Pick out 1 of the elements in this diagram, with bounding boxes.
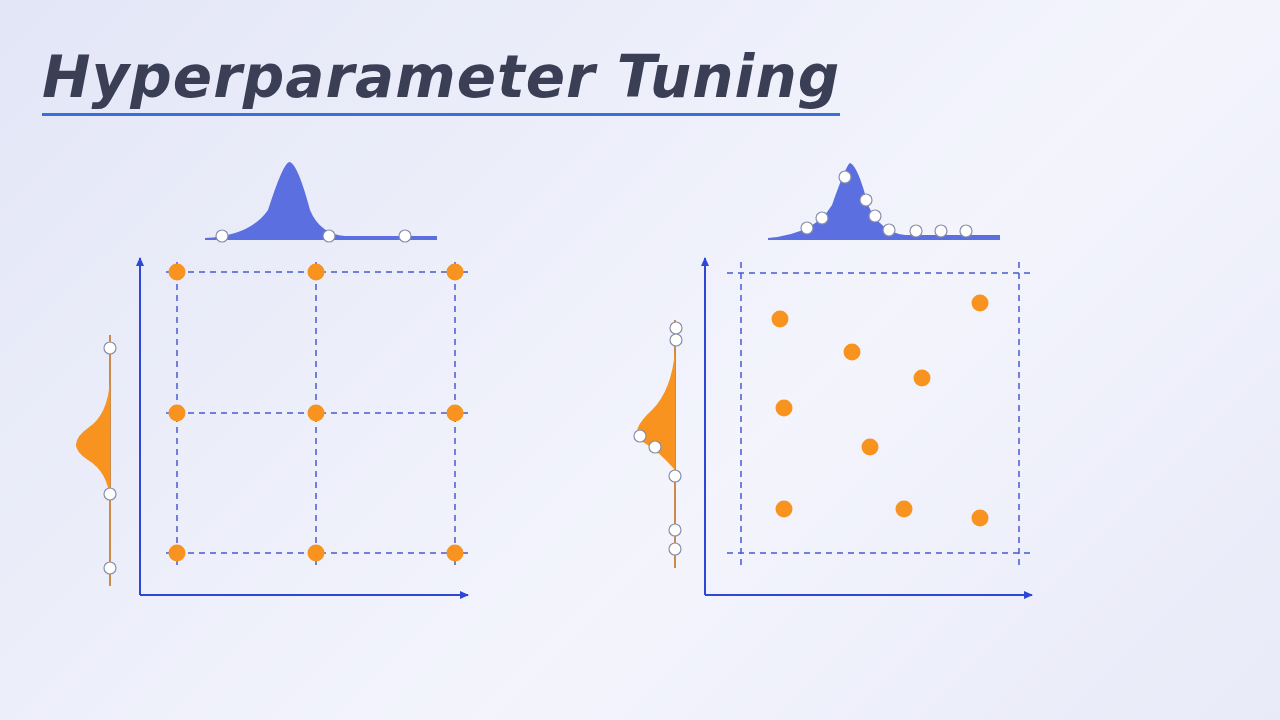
title: Hyperparameter Tuning (42, 44, 841, 116)
